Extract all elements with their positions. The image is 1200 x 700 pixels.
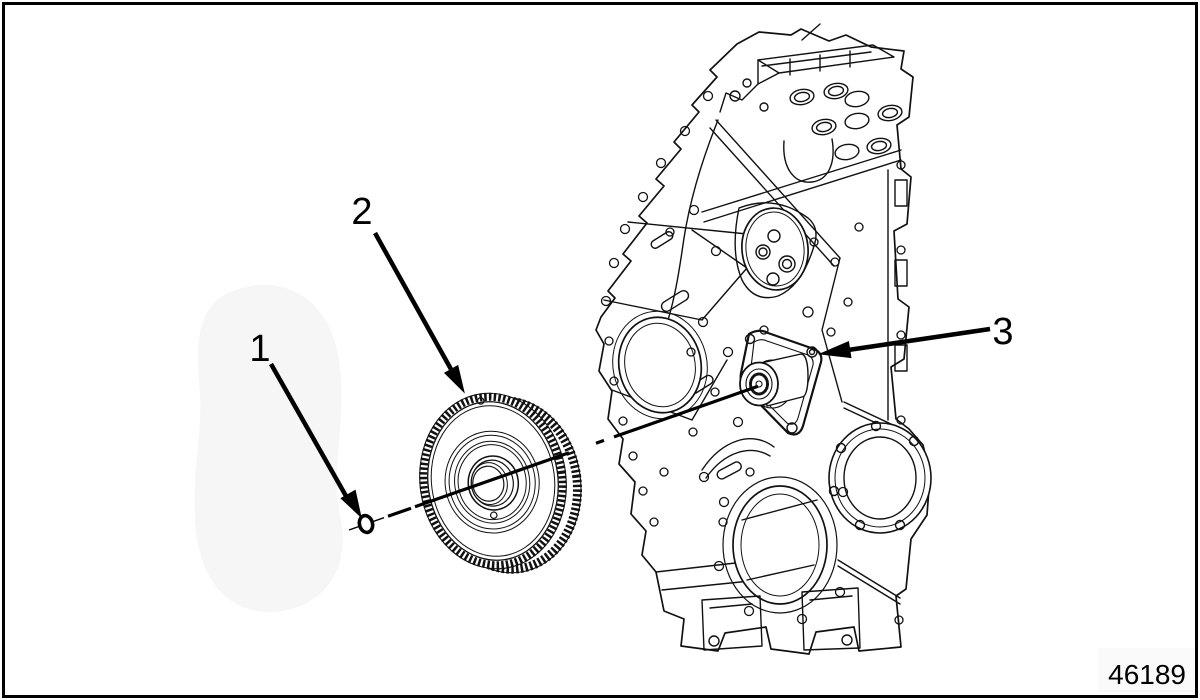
rear-gasket-ring bbox=[828, 420, 932, 534]
cylinder-head bbox=[701, 23, 903, 223]
crankshaft-snout bbox=[739, 329, 823, 436]
callout-2-arrow bbox=[373, 231, 465, 394]
callout-1-label: 1 bbox=[249, 328, 270, 370]
figure-number: 46189 bbox=[1108, 659, 1186, 690]
diagram-canvas: 1 2 3 46189 bbox=[194, 23, 1194, 692]
callout-arrows bbox=[269, 231, 991, 519]
callout-3-label: 3 bbox=[992, 311, 1013, 353]
lower-opening bbox=[722, 476, 838, 614]
valve-rings bbox=[789, 82, 903, 161]
engine-block bbox=[595, 23, 932, 655]
callout-3-arrow bbox=[818, 326, 991, 359]
callout-2-label: 2 bbox=[351, 191, 372, 233]
bolt-holes bbox=[600, 90, 906, 625]
drive-gear bbox=[419, 392, 583, 574]
head-bolt-bosses bbox=[894, 179, 908, 372]
cam-disc bbox=[734, 202, 817, 299]
assembly-centerline bbox=[348, 384, 759, 531]
callout-1-arrow bbox=[269, 362, 362, 519]
mounting-feet bbox=[701, 587, 861, 651]
ghost-shading bbox=[194, 284, 1194, 692]
o-ring bbox=[357, 513, 375, 535]
